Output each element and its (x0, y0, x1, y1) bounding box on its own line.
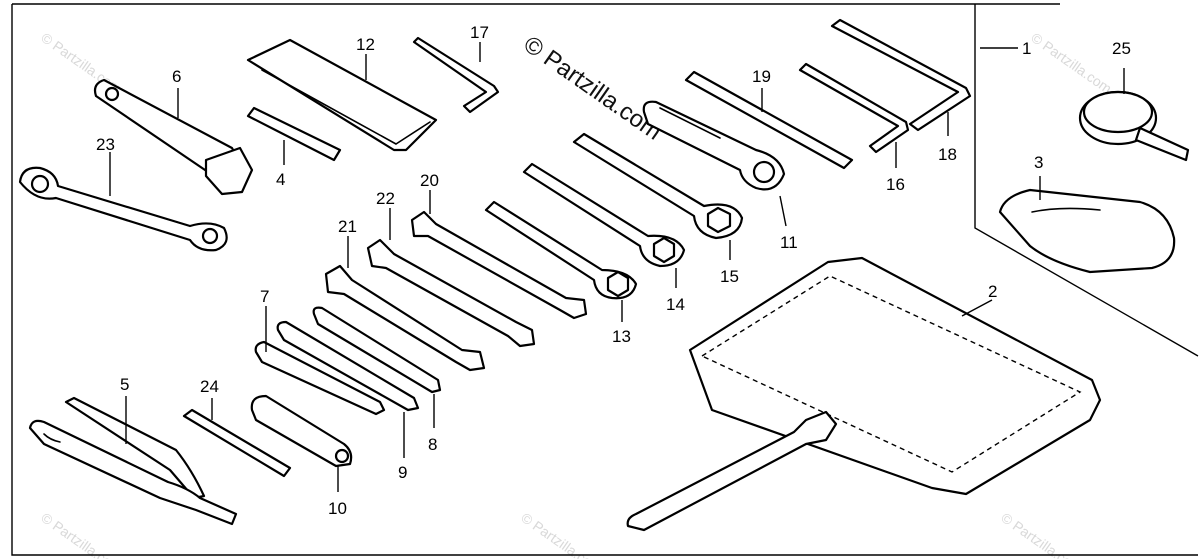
part-22-open-wrench (366, 208, 536, 348)
part-15-box-wrench (572, 132, 744, 260)
part-18-large-hex-key (830, 18, 972, 136)
watermark-faint-4: © Partzilla.com (518, 509, 604, 559)
part-5-pliers (28, 396, 238, 526)
callout-label-13: 13 (612, 327, 631, 346)
part-8-screwdriver (312, 306, 442, 428)
part-17-hex-key (412, 36, 500, 114)
part-23-ring-wrench (18, 152, 228, 252)
callout-label-16: 16 (886, 175, 905, 194)
callout-label-14: 14 (666, 295, 685, 314)
callout-label-5: 5 (120, 375, 129, 394)
part-7-screwdriver (254, 306, 386, 416)
callout-label-18: 18 (938, 145, 957, 164)
watermark-faint-5: © Partzilla.com (998, 509, 1084, 559)
callout-label-15: 15 (720, 267, 739, 286)
callout-label-6: 6 (172, 67, 181, 86)
part-3-pouch (998, 176, 1176, 274)
callout-label-9: 9 (398, 463, 407, 482)
part-9-screwdriver (276, 320, 420, 458)
callout-label-17: 17 (470, 23, 489, 42)
part-16-hex-key (798, 62, 910, 168)
callout-label-11: 11 (780, 233, 798, 252)
watermark-faint-2: © Partzilla.com (1028, 29, 1114, 96)
part-24-flat-plate (182, 398, 292, 478)
watermark-faint-3: © Partzilla.com (38, 509, 124, 559)
callout-label-20: 20 (420, 171, 439, 190)
callout-label-25: 25 (1112, 39, 1131, 58)
callout-label-4: 4 (276, 170, 285, 189)
part-19-rod (684, 70, 854, 170)
callout-label-19: 19 (752, 67, 771, 86)
callout-labels: 1 2 3 4 5 6 7 8 9 10 11 12 13 14 15 16 1… (96, 23, 1131, 518)
part-10-handle (250, 394, 353, 492)
part-2-tool-bag (626, 256, 1102, 532)
part-14-box-wrench (522, 162, 686, 288)
part-11-wrench (642, 100, 787, 227)
callout-label-2: 2 (988, 282, 997, 301)
part-21-open-wrench (324, 236, 486, 372)
part-12-sleeve (246, 38, 438, 152)
callout-label-7: 7 (260, 287, 269, 306)
frame-border (11, 3, 1199, 556)
part-20-open-wrench (410, 190, 588, 320)
part-6-box-wrench (93, 78, 254, 196)
part-25-tape-measure (1078, 68, 1190, 162)
callout-label-21: 21 (338, 217, 357, 236)
callout-label-3: 3 (1034, 153, 1043, 172)
part-4-flat-plate (246, 106, 342, 165)
callout-label-12: 12 (356, 35, 375, 54)
callout-label-24: 24 (200, 377, 219, 396)
callout-label-1: 1 (1022, 39, 1031, 58)
callout-label-8: 8 (428, 435, 437, 454)
watermark-main: © Partzilla.com (519, 31, 667, 146)
callout-label-22: 22 (376, 189, 395, 208)
callout-label-23: 23 (96, 135, 115, 154)
part-13-box-wrench (484, 200, 638, 322)
callout-label-10: 10 (328, 499, 347, 518)
